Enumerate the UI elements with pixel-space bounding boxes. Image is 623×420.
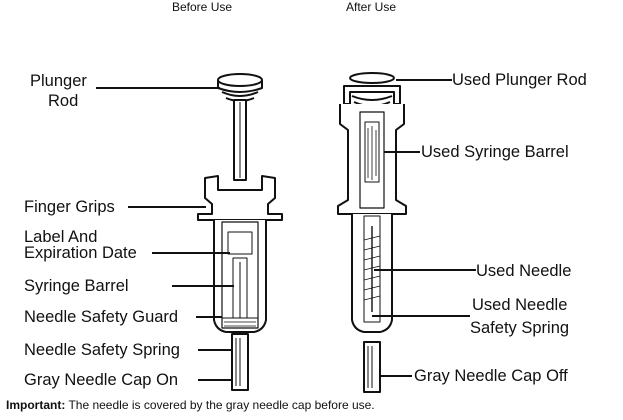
label-gray-needle-cap-off: Gray Needle Cap Off: [414, 367, 568, 385]
important-note-bold: Important:: [6, 398, 66, 412]
label-label-and: Label And: [24, 228, 98, 246]
after-use-header: After Use: [346, 0, 397, 14]
important-note: Important: The needle is covered by the …: [6, 398, 375, 412]
leader-lines: [96, 79, 476, 381]
label-syringe-barrel: Syringe Barrel: [24, 277, 129, 295]
after-syringe: [337, 72, 407, 393]
label-expiration-date: Expiration Date: [24, 244, 137, 262]
label-used-syringe-barrel: Used Syringe Barrel: [421, 143, 569, 161]
label-used-needle: Used Needle: [476, 262, 572, 280]
label-used-needle-safety-spring-line1: Used Needle: [472, 296, 568, 314]
label-plunger-rod-line1: Plunger: [30, 72, 87, 90]
before-syringe: [197, 73, 283, 391]
label-finger-grips: Finger Grips: [24, 198, 115, 216]
label-plunger-rod-line2: Rod: [48, 92, 79, 110]
label-gray-needle-cap-on: Gray Needle Cap On: [24, 371, 179, 389]
label-needle-safety-guard: Needle Safety Guard: [24, 308, 179, 326]
label-used-needle-safety-spring-line2: Safety Spring: [470, 319, 570, 337]
label-needle-safety-spring: Needle Safety Spring: [24, 341, 180, 359]
label-used-plunger-rod: Used Plunger Rod: [452, 71, 587, 89]
before-use-header: Before Use: [172, 0, 233, 14]
important-note-text: The needle is covered by the gray needle…: [65, 398, 375, 412]
